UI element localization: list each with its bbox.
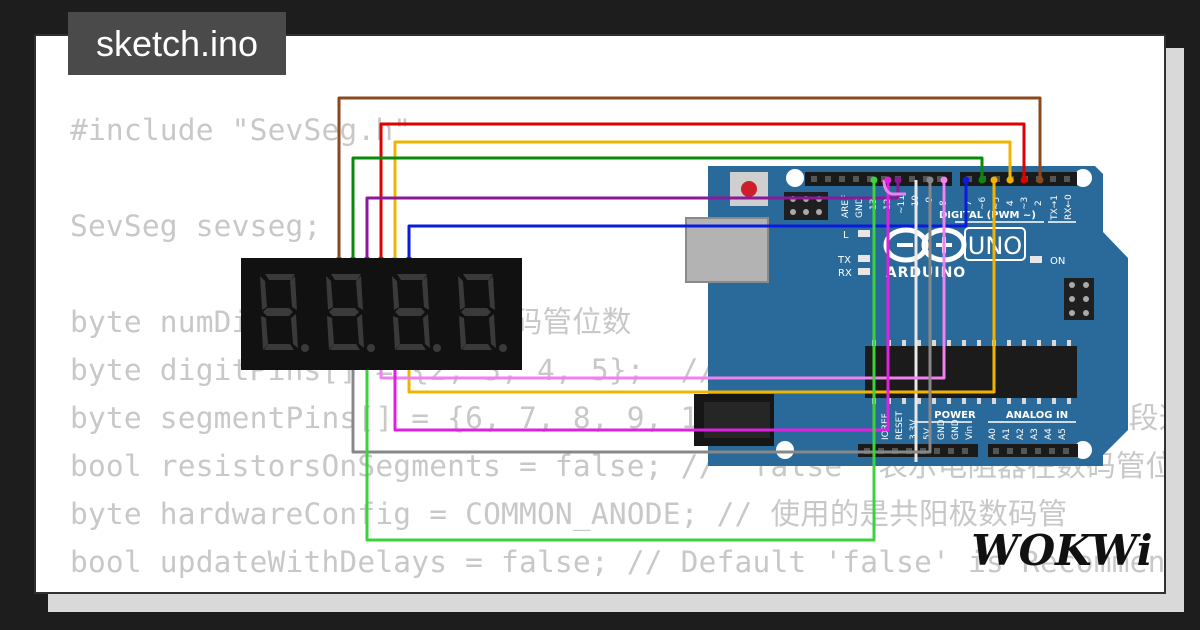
wire-green [351,156,984,258]
wire-gold-low [407,180,996,394]
board-brand: ARDUINO [886,265,966,281]
wire-blue [407,180,968,258]
wire-magenta [393,180,890,432]
mount-hole [776,441,794,459]
pin-label-a1: A1 [1002,428,1012,440]
pin-label-aref: AREF [841,195,851,218]
icsp-header-small [784,192,828,220]
digital-header-label: DIGITAL (PWM ~) [939,210,1036,221]
pin-label-ioref: IOREF [881,413,891,440]
icsp-header-right [1064,278,1094,320]
led-tx [858,255,870,262]
usb-port [685,217,769,283]
mount-hole [786,169,804,187]
seven-segment-digit [458,274,507,352]
pin-label-rx: RX←0 [1064,194,1074,220]
code-line: SevSeg sevseg; [70,209,322,243]
led-l [858,230,870,237]
led-label-tx: TX [837,255,851,266]
wire-red [379,122,1026,258]
code-line: byte hardwareConfig = COMMON_ANODE; // 使… [70,497,1068,531]
wires [337,96,1042,542]
file-name-tab[interactable]: sketch.ino [68,12,286,75]
pin-label-a5: A5 [1058,428,1068,440]
wire-brown [337,96,1042,258]
digital-header-low [960,172,1077,186]
atmega-chip [865,340,1077,404]
wire-purple [365,180,900,258]
pin-label-tx: TX→1 [1050,195,1060,221]
pin-label-reset: RESET [895,411,905,440]
pin-label-7: 7 [964,200,974,206]
wire-gray [351,180,932,454]
pin-label-a2: A2 [1016,428,1026,440]
pin-label-gnd2: GND [951,419,961,440]
pin-label-6: ~6 [978,196,988,210]
pin-label-a3: A3 [1030,428,1040,440]
led-label-rx: RX [838,268,852,279]
code-line: bool updateWithDelays = false; // Defaul… [70,545,1166,579]
wire-lime [365,180,876,542]
mount-hole [1074,169,1092,187]
pin-label-gnd: GND [855,197,865,218]
seven-segment-digit [260,274,309,352]
pin-label-a4: A4 [1044,428,1054,440]
seven-segment-digit [392,274,441,352]
wokwi-logo: WOKWi [971,526,1152,575]
pin-label-5v: 5V [923,427,933,440]
led-label-l: L [843,230,849,241]
pin-label-gnd1: GND [937,419,947,440]
seven-segment-digit [326,274,375,352]
reset-button[interactable] [730,172,768,206]
analog-header-label: ANALOG IN [1006,410,1068,421]
arduino-uno-board[interactable]: AREF GND 13 12 ~11 ~10 ~9 8 7 ~6 ~5 4 ~3… [685,166,1128,466]
pin-label-3: ~3 [1020,197,1030,210]
pin-label-4: 4 [1006,200,1016,206]
pin-label-5: ~5 [992,197,1002,210]
led-rx [858,268,870,275]
pin-label-3v3: 3.3V [909,419,919,440]
pin-label-11: ~11 [897,195,907,214]
seven-segment-display[interactable] [241,258,522,370]
mount-hole [1074,441,1092,459]
pin-label-2: 2 [1034,200,1044,206]
wire-violet-low [379,180,946,380]
led-on [1030,256,1042,263]
led-label-on: ON [1050,256,1065,267]
power-header-label: POWER [934,410,976,421]
wire-orange [393,140,1012,258]
pin-label-vin: Vin [965,426,975,440]
pin-label-a0: A0 [988,428,998,440]
